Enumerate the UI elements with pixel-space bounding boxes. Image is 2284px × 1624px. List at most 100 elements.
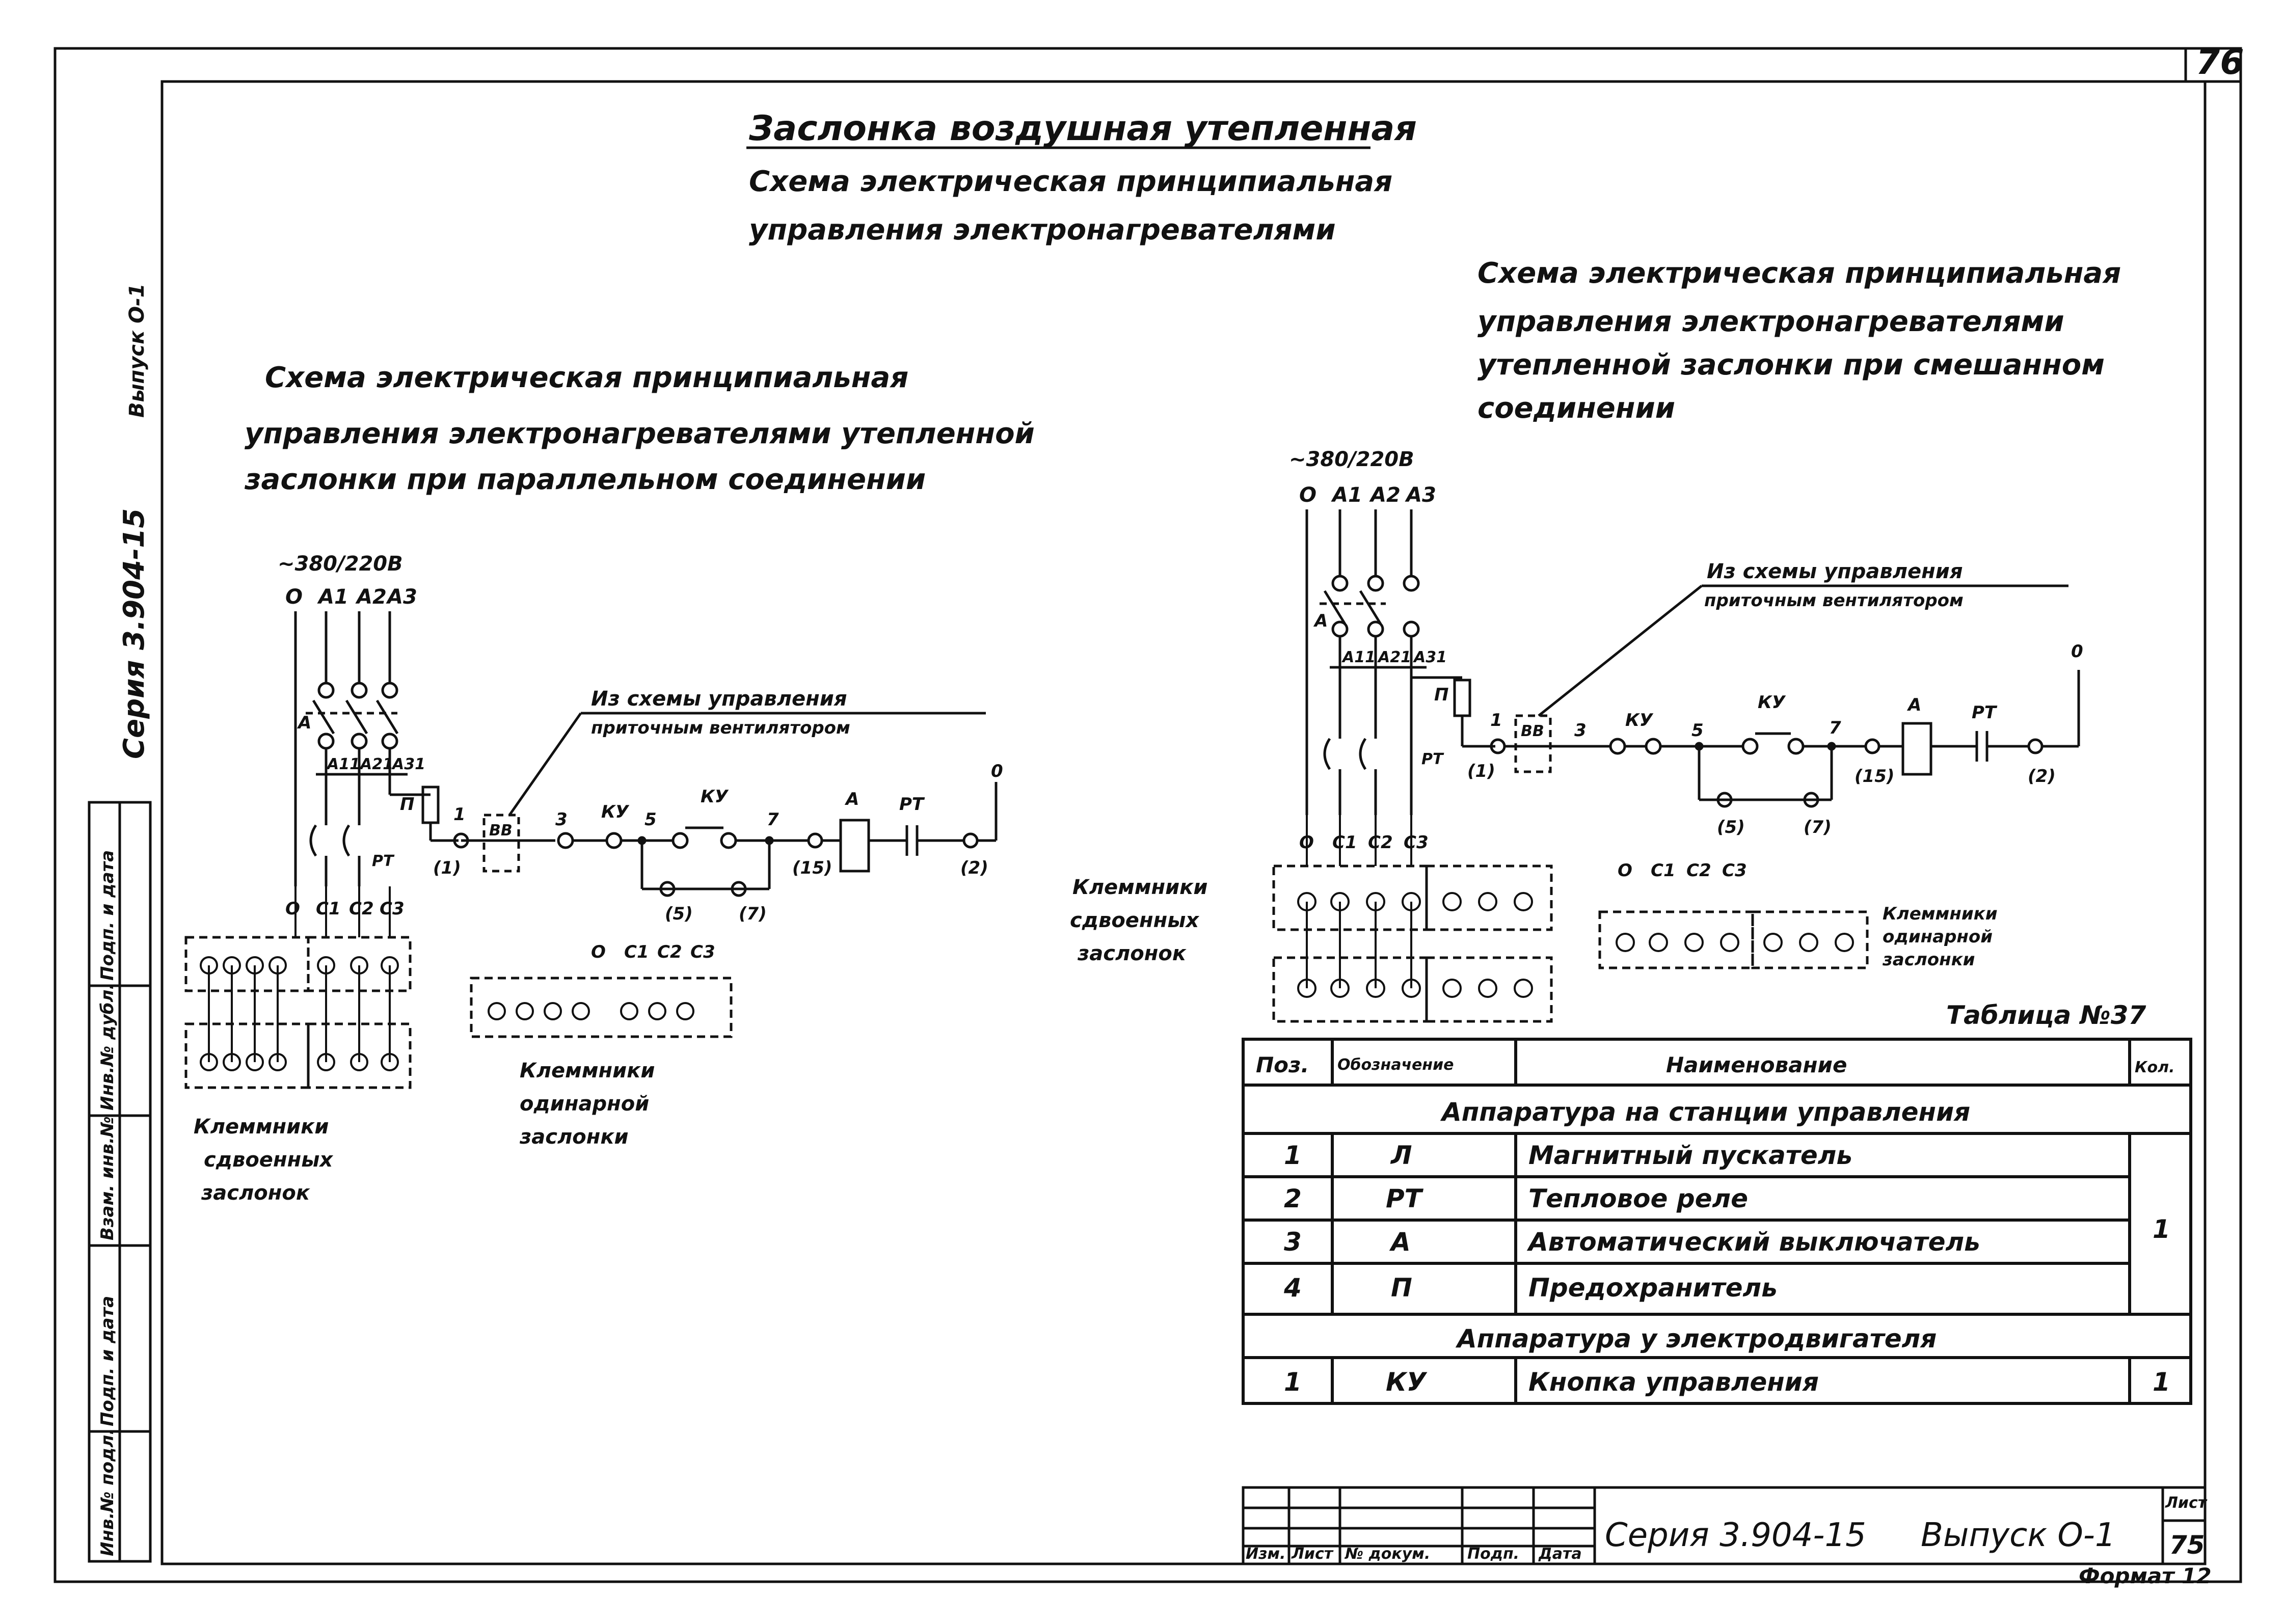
table-row5-qty: 1: [2153, 1367, 2170, 1397]
left-caption-single-2: одинарной: [520, 1092, 649, 1116]
left-phase-1: А1: [317, 585, 348, 609]
right-node-15: (15): [1855, 766, 1894, 787]
table-row2-pos: 2: [1284, 1184, 1302, 1213]
left-phase-labels: О А1 А2 А3: [285, 585, 417, 609]
right-caption-1: Схема электрическая принципиальная: [1477, 257, 2121, 290]
right-device-RT2: РТ: [1972, 702, 1998, 723]
left-device-L: А: [844, 789, 859, 809]
left-device-P: П: [400, 794, 414, 815]
left-node-7b: (7): [739, 904, 767, 924]
table-row3-name: Автоматический выключатель: [1526, 1227, 1980, 1257]
left-device-KU-top: КУ: [701, 787, 729, 807]
page-number: 76: [2196, 42, 2244, 83]
left-device-RT2: РТ: [899, 794, 925, 815]
left-node-2: (2): [960, 858, 988, 878]
left-from-scheme-1: Из схемы управления: [591, 687, 847, 711]
right-phase-labels: О А1 А2 А3: [1299, 483, 1436, 507]
left-caption-double-3: заслонок: [201, 1181, 310, 1205]
right-caption-single-2: одинарной: [1883, 927, 1993, 947]
right-caption-4: соединении: [1477, 392, 1675, 425]
right-single-C3: С3: [1722, 860, 1747, 881]
right-caption-double-2: сдвоенных: [1070, 909, 1199, 932]
left-from-scheme-2: приточным вентилятором: [591, 718, 850, 738]
side-series-label: Серия 3.904-15: [118, 508, 151, 759]
left-caption-1: Схема электрическая принципиальная: [265, 361, 908, 394]
table-row1-name: Магнитный пускатель: [1528, 1141, 1852, 1170]
right-caption-double-3: заслонок: [1077, 942, 1187, 965]
left-caption-2: управления электронагревателями утепленн…: [245, 417, 1035, 450]
left-device-RT: РТ: [372, 852, 395, 870]
title-block: Изм. Лист № докум. Подп. Дата Серия 3.90…: [1242, 1486, 2212, 1588]
left-node-7: 7: [767, 809, 779, 830]
right-phase-1: А1: [1331, 483, 1362, 507]
left-phase-0: О: [285, 585, 303, 609]
left-caption-double-1: Клеммники: [194, 1115, 329, 1139]
left-node-5b: (5): [665, 904, 693, 924]
table-row2-code: РТ: [1386, 1184, 1424, 1213]
left-single-C3: С3: [690, 942, 715, 962]
right-node-2: (2): [2028, 766, 2056, 787]
left-caption-3: заслонки при параллельном соединении: [244, 463, 926, 496]
right-term-C3: С3: [1404, 832, 1429, 853]
table-row4-code: П: [1391, 1273, 1412, 1303]
title-block-col-izm: Изм.: [1246, 1545, 1285, 1563]
left-phase-3: А3: [386, 585, 417, 609]
right-term-C1: С1: [1332, 832, 1357, 853]
title-block-col-sign: Подп.: [1467, 1545, 1519, 1563]
left-term-C2: С2: [349, 899, 374, 919]
right-single-C2: С2: [1686, 860, 1711, 881]
left-device-KU: КУ: [601, 802, 630, 822]
table-row1-code: Л: [1390, 1141, 1412, 1170]
table-header-name: Наименование: [1666, 1052, 1847, 1077]
table-header-qty: Кол.: [2135, 1059, 2175, 1076]
table-row5-name: Кнопка управления: [1528, 1367, 1819, 1397]
sheet-subtitle-1: Схема электрическая принципиальная: [749, 165, 1392, 198]
title-block-col-doc: № докум.: [1344, 1545, 1430, 1563]
sheet-subtitle-2: управления электронагревателями: [749, 213, 1336, 247]
right-caption-single-1: Клеммники: [1883, 904, 1998, 924]
left-term-O: О: [285, 899, 300, 919]
stamp-cell-4: Подп. и дата: [97, 1296, 118, 1426]
left-node-15: (15): [792, 858, 832, 878]
title-block-sheet-label: Лист: [2165, 1494, 2208, 1512]
right-device-VV: ВВ: [1521, 722, 1544, 740]
table-header-pos: Поз.: [1256, 1052, 1309, 1077]
right-scheme: Схема электрическая принципиальная управ…: [1070, 257, 2121, 1023]
inner-frame: [160, 80, 2207, 1565]
right-device-KU-top: КУ: [1758, 692, 1786, 713]
left-single-C1: С1: [624, 942, 649, 962]
table-qty-group-1: 1: [2153, 1214, 2170, 1244]
outer-frame: [53, 47, 2242, 1583]
table-header-code: Обозначение: [1337, 1056, 1454, 1074]
stamp-cell-1: Подп. и дата: [97, 850, 118, 981]
right-term-C2: С2: [1368, 832, 1393, 853]
left-term-C1: С1: [316, 899, 341, 919]
table-row4-name: Предохранитель: [1528, 1273, 1778, 1303]
right-caption-2: управления электронагревателями: [1477, 305, 2064, 338]
right-term-O: О: [1299, 832, 1314, 853]
table-row5-pos: 1: [1284, 1367, 1302, 1397]
right-single-C1: С1: [1651, 860, 1676, 881]
left-caption-single-3: заслонки: [519, 1125, 629, 1149]
right-caption-3: утепленной заслонки при смешанном: [1477, 348, 2105, 382]
page-number-box: [2184, 47, 2242, 83]
right-phase-3: А3: [1405, 483, 1436, 507]
side-issue-label: Выпуск О-1: [125, 283, 149, 418]
table-row1-pos: 1: [1284, 1141, 1302, 1170]
right-from-scheme-1: Из схемы управления: [1707, 560, 1963, 583]
title-block-col-list: Лист: [1291, 1545, 1334, 1563]
right-node-7b: (7): [1804, 817, 1832, 837]
title-block-series: Серия 3.904-15: [1605, 1517, 1866, 1554]
table-section-1: Аппаратура на станции управления: [1440, 1097, 1970, 1127]
right-device-A11: А11: [1341, 648, 1376, 666]
format-label: Формат 12: [2079, 1563, 2212, 1588]
right-phase-0: О: [1299, 483, 1316, 507]
left-caption-single-1: Клеммники: [520, 1059, 655, 1082]
left-scheme: Схема электрическая принципиальная управ…: [184, 361, 1035, 1205]
title-block-issue: Выпуск О-1: [1921, 1517, 2116, 1554]
right-device-KU: КУ: [1625, 710, 1654, 730]
table-title: Таблица №37: [1946, 1000, 2146, 1030]
left-node-1b: (1): [433, 858, 461, 878]
right-device-RT: РТ: [1421, 750, 1444, 768]
